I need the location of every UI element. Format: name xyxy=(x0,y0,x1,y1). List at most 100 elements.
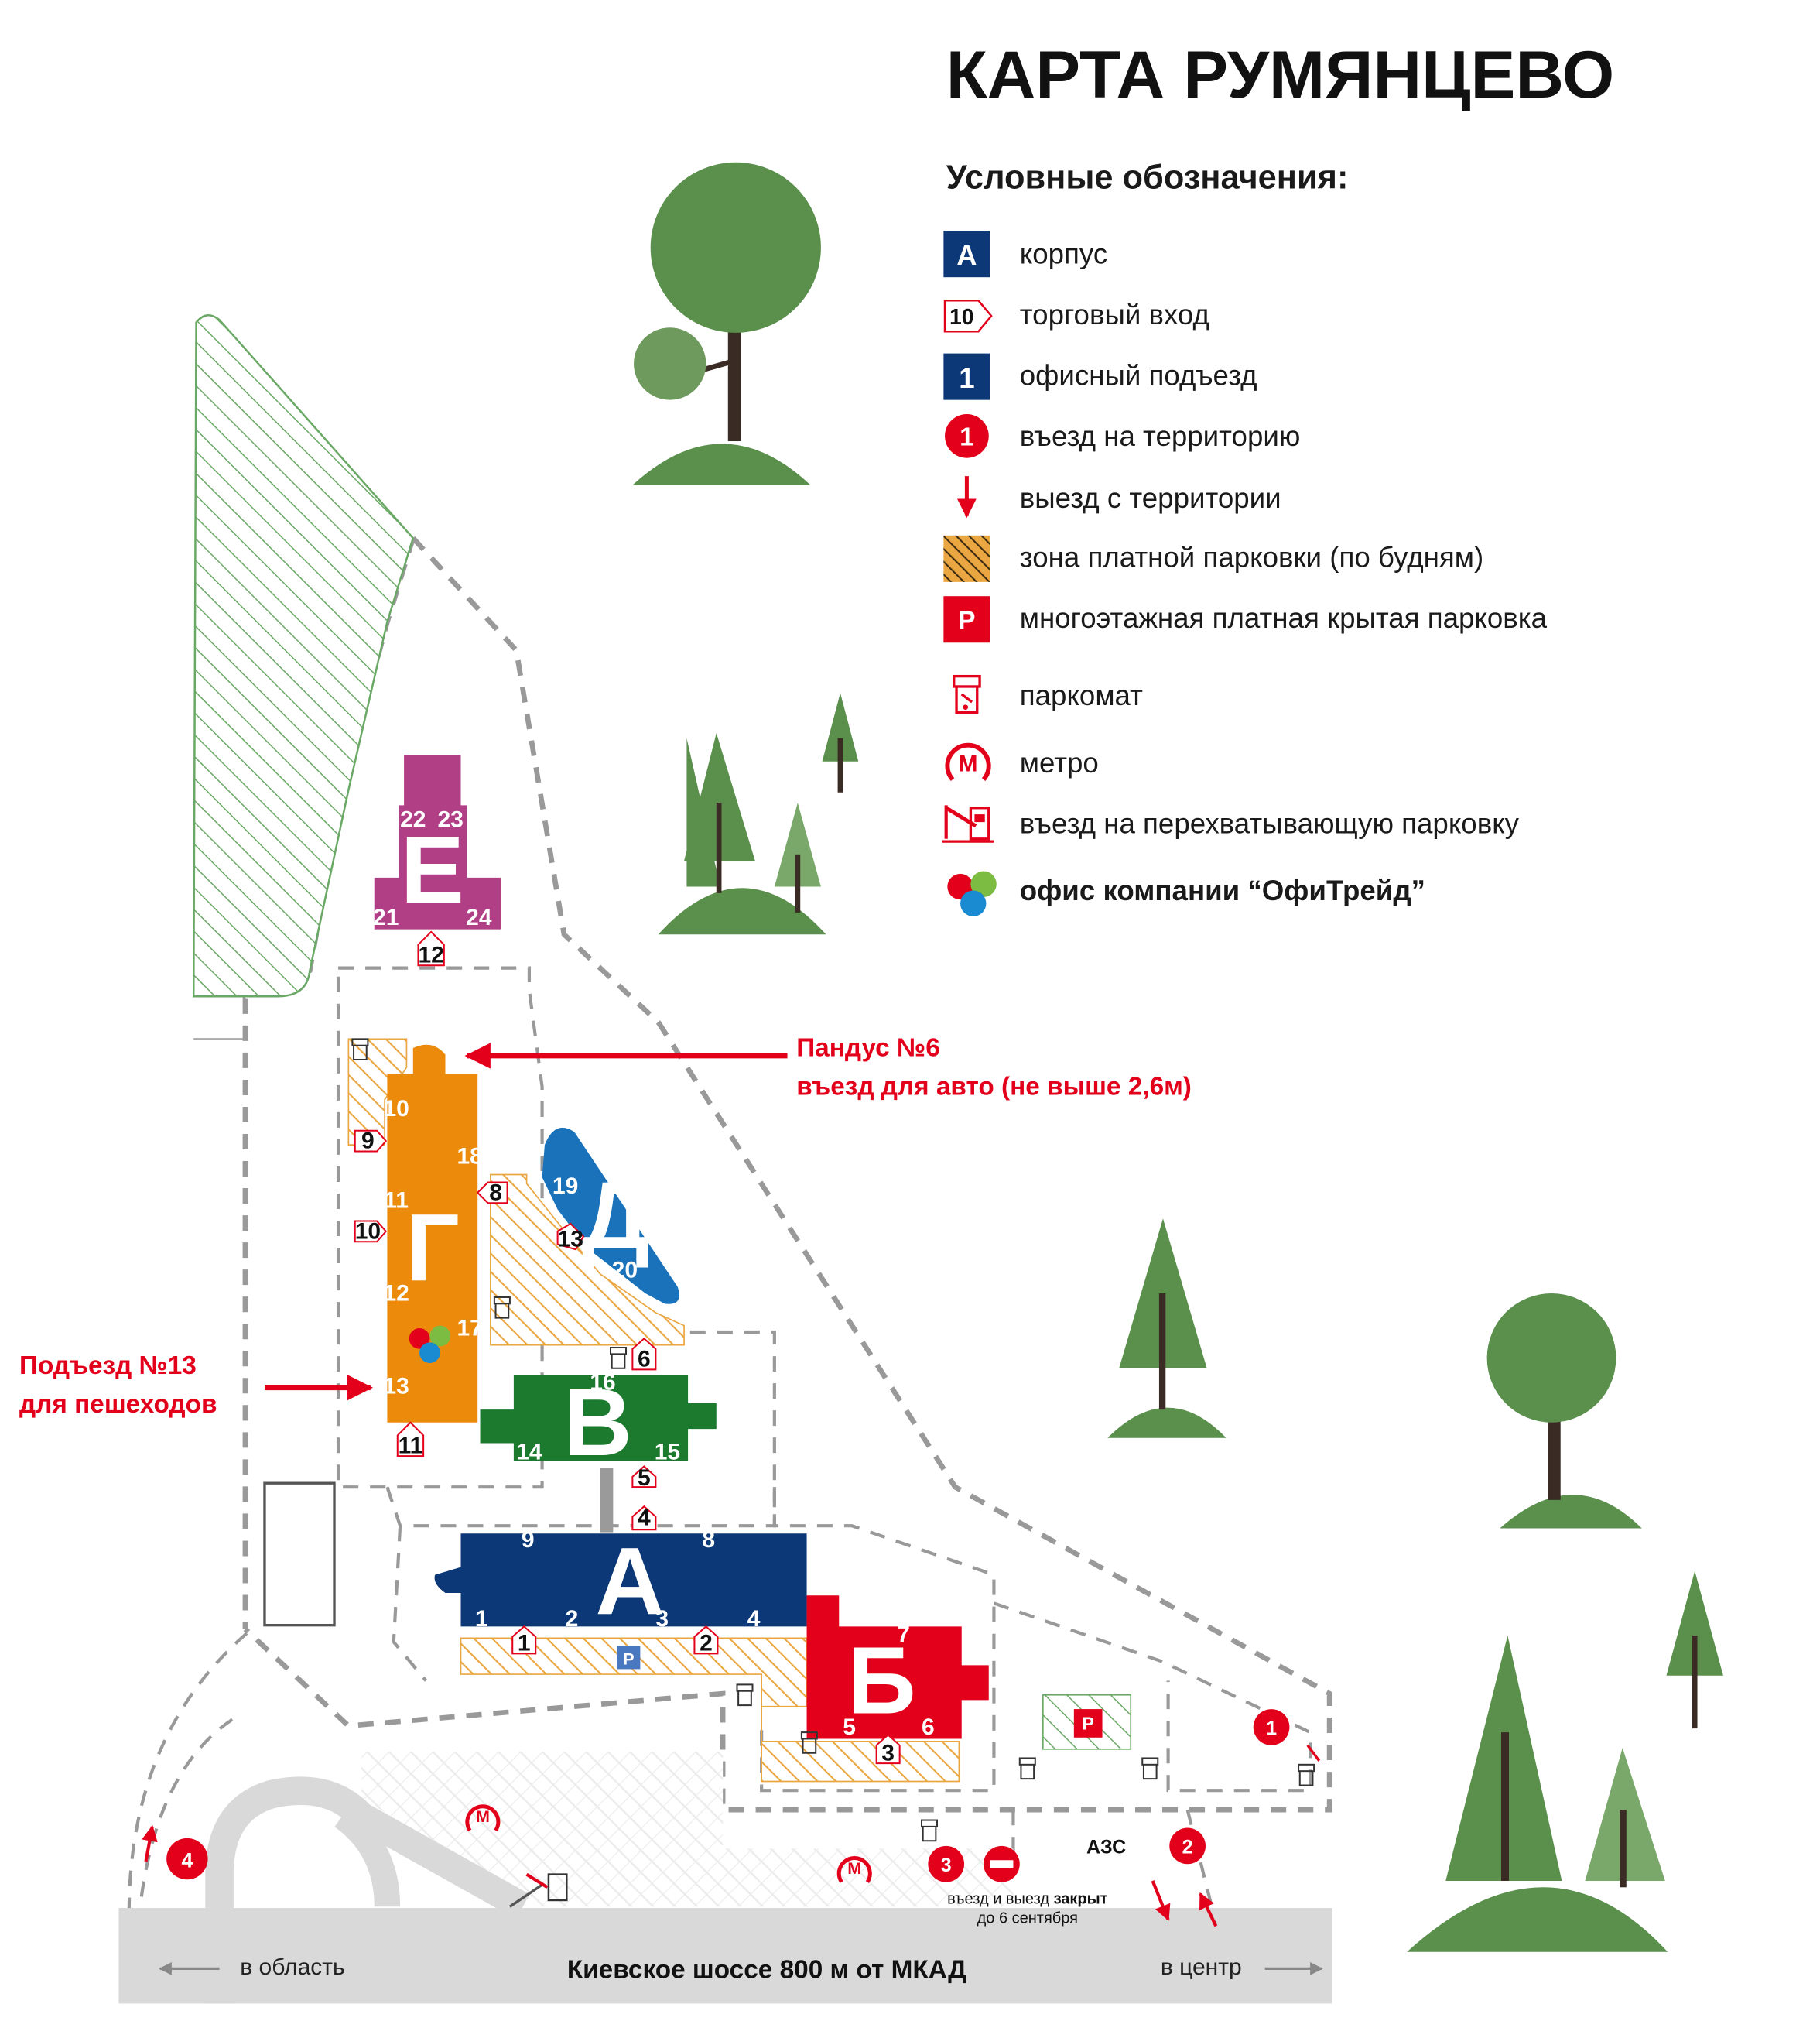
retail-entrance-3[interactable]: 3 xyxy=(875,1734,901,1766)
tree-icon xyxy=(1486,1293,1642,1529)
retail-entrance-13[interactable]: 13 xyxy=(556,1222,585,1252)
retail-entrance-5[interactable]: 5 xyxy=(631,1465,657,1491)
gas-station-label: АЗС xyxy=(1086,1837,1126,1858)
office-entrance-15: 15 xyxy=(655,1440,680,1465)
legend-label: въезд на территорию xyxy=(1020,420,1301,452)
svg-text:М: М xyxy=(847,1858,861,1878)
pedestrian-title: Подъезд №13 xyxy=(19,1351,197,1380)
office-entrance-18: 18 xyxy=(457,1144,482,1170)
plaza-area xyxy=(361,1752,1014,1907)
legend-item-retail-entrance: 10 торговый вход xyxy=(943,299,1209,333)
building-b[interactable]: Б 7 5 6 xyxy=(806,1595,989,1740)
legend-item-ofitrade: офис компании “ОфиТрейд” xyxy=(947,871,1425,916)
office-entrance-4: 4 xyxy=(748,1606,761,1632)
legend-label: торговый вход xyxy=(1020,299,1209,331)
parking-meter-icon xyxy=(1018,1757,1036,1780)
svg-text:1: 1 xyxy=(960,423,974,452)
retail-entrance-8[interactable]: 8 xyxy=(476,1180,508,1205)
svg-text:4: 4 xyxy=(638,1505,651,1531)
building-e[interactable]: Е 22 23 21 24 xyxy=(373,755,501,930)
park-zone xyxy=(192,314,415,998)
legend-label: корпус xyxy=(1020,238,1107,270)
legend-item-park-and-ride: въезд на перехватывающую парковку xyxy=(942,805,1520,843)
office-entrance-7: 7 xyxy=(897,1622,910,1647)
parking-meter-icon xyxy=(610,1347,628,1369)
ramp-subtitle: въезд для авто (не выше 2,6м) xyxy=(796,1073,1192,1101)
territory-entry-4[interactable]: 4 xyxy=(166,1838,208,1880)
svg-text:2: 2 xyxy=(700,1631,713,1656)
svg-text:М: М xyxy=(476,1807,490,1826)
parking-meter-icon xyxy=(1298,1763,1315,1786)
office-entrance-10: 10 xyxy=(383,1096,409,1122)
office-entrance-8: 8 xyxy=(702,1527,715,1553)
parking-meter-icon xyxy=(493,1296,511,1319)
building-d[interactable]: Д 19 20 xyxy=(542,1127,679,1304)
svg-text:6: 6 xyxy=(638,1347,651,1372)
legend-label: офисный подъезд xyxy=(1020,359,1257,391)
no-entry-icon xyxy=(984,1845,1020,1882)
retail-entrance-10[interactable]: 10 xyxy=(354,1218,388,1244)
svg-text:8: 8 xyxy=(489,1180,502,1205)
office-entrance-12: 12 xyxy=(383,1280,409,1306)
office-entrance-icon: 1 xyxy=(943,353,990,400)
territory-entry-3[interactable]: 3 xyxy=(928,1845,965,1882)
parking-meter-icon xyxy=(351,1038,369,1061)
retail-entrance-2[interactable]: 2 xyxy=(693,1625,719,1656)
retail-entrance-12[interactable]: 12 xyxy=(417,930,445,968)
svg-text:3: 3 xyxy=(881,1740,895,1766)
office-entrance-21: 21 xyxy=(373,905,399,930)
parking-meter-icon xyxy=(921,1819,939,1842)
building-v[interactable]: В 16 14 15 xyxy=(480,1369,717,1476)
svg-text:Д: Д xyxy=(582,1163,650,1269)
highway-labels: в область Киевское шоссе 800 м от МКАД в… xyxy=(159,1954,1323,1985)
building-g[interactable]: Г 10 18 11 12 17 13 xyxy=(383,1044,483,1423)
map-title: КАРТА РУМЯНЦЕВО xyxy=(946,37,1615,112)
svg-text:А: А xyxy=(956,239,977,271)
exit-arrow-icon xyxy=(142,1744,1321,1927)
territory-entry-2[interactable]: 2 xyxy=(1169,1827,1206,1865)
retail-entrance-6[interactable]: 6 xyxy=(631,1338,657,1372)
svg-text:5: 5 xyxy=(638,1465,651,1491)
svg-text:1: 1 xyxy=(959,362,974,394)
svg-text:P: P xyxy=(1082,1713,1094,1733)
legend: Условные обозначения: А корпус 10 торгов… xyxy=(942,159,1548,916)
entry-circle-icon: 1 xyxy=(945,414,989,458)
territory-entry-1[interactable]: 1 xyxy=(1253,1709,1290,1745)
tree-icon xyxy=(658,693,859,935)
building-a-parking[interactable]: P xyxy=(617,1646,641,1670)
svg-text:12: 12 xyxy=(418,942,443,968)
svg-text:В: В xyxy=(563,1369,632,1476)
office-entrance-17: 17 xyxy=(457,1316,482,1341)
ramp-title: Пандус №6 xyxy=(796,1034,940,1063)
retail-entrance-11[interactable]: 11 xyxy=(396,1421,425,1459)
svg-text:10: 10 xyxy=(355,1218,381,1244)
ramp-annotation: Пандус №6 въезд для авто (не выше 2,6м) xyxy=(464,1034,1192,1101)
road-network xyxy=(118,1468,1332,2004)
svg-text:А: А xyxy=(595,1528,664,1635)
parking-meters xyxy=(351,1038,1315,1842)
retail-entrance-1[interactable]: 1 xyxy=(511,1625,537,1656)
paid-parking-hatch-icon xyxy=(943,535,990,582)
ofitrade-office-icon[interactable] xyxy=(409,1325,451,1364)
office-entrance-13: 13 xyxy=(383,1374,409,1399)
office-entrance-22: 22 xyxy=(400,807,426,832)
legend-item-metro: М метро xyxy=(945,742,1099,781)
legend-item-office-entrance: 1 офисный подъезд xyxy=(943,353,1257,400)
svg-text:2: 2 xyxy=(1182,1837,1193,1858)
kiev-highway xyxy=(118,1907,1332,2004)
svg-text:11: 11 xyxy=(399,1433,423,1458)
legend-label: выезд с территории xyxy=(1020,482,1281,514)
svg-text:Г: Г xyxy=(405,1195,460,1302)
metro-icon: М xyxy=(465,1804,501,1832)
retail-entrance-4[interactable]: 4 xyxy=(631,1505,657,1531)
retail-entrance-9[interactable]: 9 xyxy=(354,1129,388,1154)
tree-icon xyxy=(1107,1218,1226,1438)
building-a[interactable]: А 1 2 3 4 9 8 xyxy=(434,1527,807,1635)
office-entrance-24: 24 xyxy=(466,905,492,930)
covered-parking[interactable]: P xyxy=(1073,1709,1103,1738)
legend-item-building: А корпус xyxy=(943,231,1107,278)
office-entrance-5: 5 xyxy=(843,1714,856,1740)
legend-label: многоэтажная платная крытая парковка xyxy=(1020,602,1548,634)
legend-label: зона платной парковки (по будням) xyxy=(1020,542,1483,574)
